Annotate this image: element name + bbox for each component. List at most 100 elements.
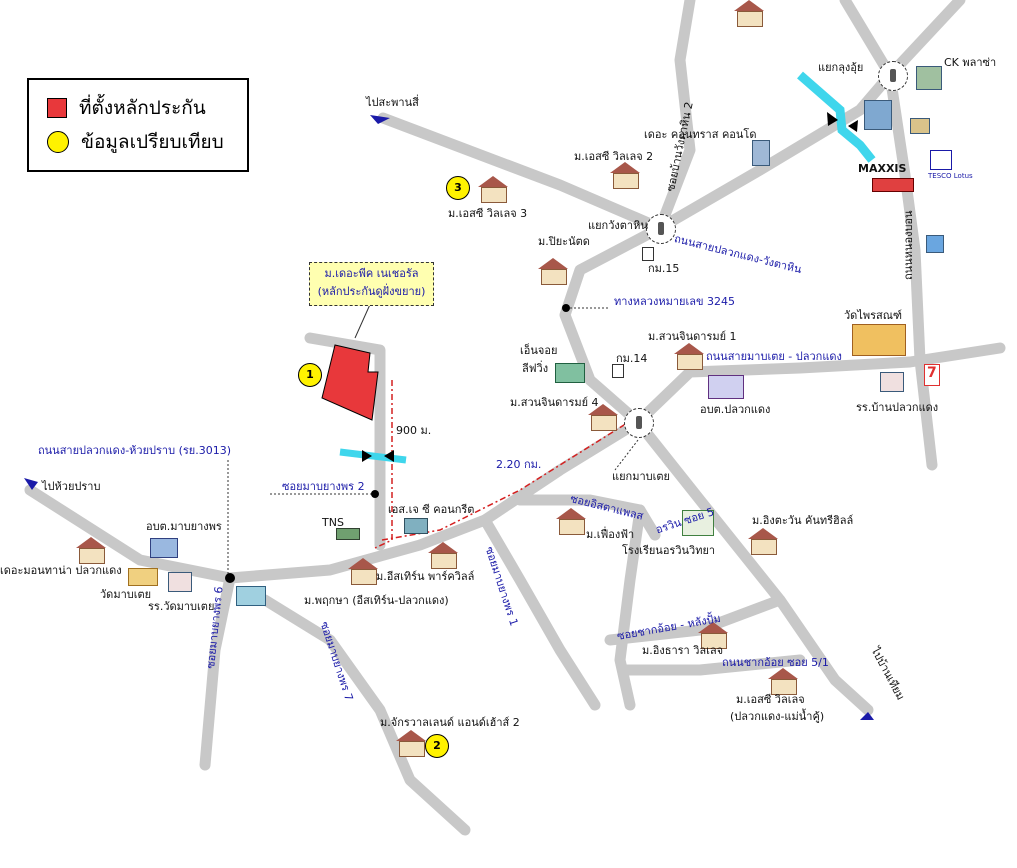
house-icon [396,730,426,757]
label-sc-village-sub: (ปลวกแดง-แม่น้ำคู้) [730,710,825,723]
collateral-callout: ม.เดอะพีค เนเชอรัล (หลักประกันดูฝั่งขยาย… [309,262,434,306]
legend-row-collateral: ที่ตั้งหลักประกัน [47,94,206,122]
traffic-signal-icon [646,214,676,244]
label-ingtawan: ม.อิงตะวัน คันทรีฮิลล์ [752,514,854,527]
label-yaek-lung-oi: แยกลุงอุ้ย [818,61,864,74]
temple-mab-toei-icon [128,568,158,586]
tns-icon [336,528,360,540]
comparable-swatch [47,131,69,153]
house-icon [76,537,106,564]
plaza-building-icon [916,66,942,90]
legend: ที่ตั้งหลักประกัน ข้อมูลเปรียบเทียบ [27,78,249,172]
label-to-huai-pong: ไปห้วยปราบ [42,480,101,493]
house-icon [556,508,586,535]
school-wat-mab-icon [168,572,192,592]
label-dist-900: 900 ม. [396,424,432,437]
label-obt-plk: อบต.ปลวกแดง [700,403,771,416]
collateral-plot [321,344,379,421]
label-obt-mab-yang: อบต.มาบยางพร [146,520,222,533]
label-jakkrawan: ม.จักรวาลเลนด์ แอนด์เฮ้าส์ 2 [380,716,520,729]
km-post-icon [612,364,624,378]
house-icon [478,176,508,203]
label-deaw-mon: เดอะมอนทาน่า ปลวกแดง [0,564,122,577]
label-road-mab-plk: ถนนสายมาบเตย - ปลวกแดง [706,350,842,363]
label-suan-jindarom1: ม.สวนจินดารมย์ 1 [648,330,737,343]
water-crossing-west [339,448,407,464]
road-mab-plk [632,342,1006,428]
label-eastern-park: ม.อีสเทิร์น พาร์ควิลล์ [376,570,475,583]
label-sc-village2: ม.เอสซี วิลเลจ 2 [574,150,654,163]
road-orawin [614,504,646,711]
legend-comparables-label: ข้อมูลเปรียบเทียบ [81,131,224,153]
road-main-west [24,416,644,584]
traffic-signal-icon [878,61,908,91]
road-collateral [304,332,386,551]
label-wat-mab-toei: วัดมาบเตย [100,588,152,601]
school-flag-icon [880,372,904,392]
label-tesco: TESCO Lotus [928,172,973,180]
label-school-ban-plk: รร.บ้านปลวกแดง [856,401,939,414]
house-icon [748,528,778,555]
label-the-conplace: เดอะ คอนทราส คอนโด [644,128,757,141]
road-north-top [839,0,896,81]
shop-icon [910,118,930,134]
label-soi-mab-yang-2: ซอยมาบยางพร 2 [282,480,365,493]
road-soi-6 [199,572,236,771]
label-km15: กม.15 [648,262,680,275]
label-lee-wing: ลีฟวิ่ง [522,362,549,375]
label-highway-3245: ทางหลวงหมายเลข 3245 [614,295,735,308]
house-icon [734,0,764,27]
house-icon [588,404,618,431]
callout-line2: (หลักประกันดูฝั่งขยาย) [317,285,426,298]
marker-1[interactable]: 1 [298,363,322,387]
label-road-chak-oi-51: ถนนชากอ้อย ซอย 5/1 [722,656,829,669]
house-icon [538,258,568,285]
house-icon [674,343,704,370]
label-school-wat-mab: รร.วัดมาบเตย [148,600,215,613]
house-icon [348,558,378,585]
school-orawin-icon [682,510,714,536]
road-chak-oi-51 [619,654,806,676]
marker-2[interactable]: 2 [425,734,449,758]
warehouse-icon [555,363,585,383]
label-dist-220: 2.20 กม. [496,458,542,471]
factory-icon [404,518,428,534]
market-icon [236,586,266,606]
temple-icon [852,324,906,356]
road-soi-wang [654,0,696,234]
label-km14: กม.14 [616,352,648,365]
label-en-joy: เอ็นจอย [520,344,558,357]
seven-eleven-label: 7 [927,365,937,381]
label-ing-thara: ม.อิงธารา วิลเลจ [642,644,724,657]
label-pruksa: ม.พฤกษา (อีสเทิร์น-ปลวกแดง) [304,594,449,607]
marker-3[interactable]: 3 [446,176,470,200]
road-highway-3245 [559,222,666,428]
route-900m [374,380,393,549]
callout-line1: ม.เดอะพีค เนเชอรัล [324,267,419,280]
collateral-swatch [47,98,67,118]
label-road-plk-huai: ถนนสายปลวกแดง-ห้วยปราบ (รย.3013) [38,444,232,457]
route-220km [381,419,633,541]
label-school-orawin: โรงเรียนอรวินวิทยา [622,544,716,557]
condo-building-icon [752,140,770,166]
label-yaek-wang-ta-hin: แยกวังตาหิน [588,219,648,232]
label-piyanat: ม.ปิยะนัตด [538,235,590,248]
water-stream-north [797,71,876,163]
arrow-ban-tiam [860,712,874,720]
road-right-vertical [884,69,938,471]
obt-building-icon [708,375,744,399]
house-icon [698,622,728,649]
house-icon [610,162,640,189]
label-sc-village3: ม.เอสซี วิลเลจ 3 [448,207,528,220]
label-to-saphan-si: ไปสะพานสี่ [366,96,419,109]
label-sj-concrete: เอส.เจ ซี คอนกรีต [388,503,475,516]
road-soi-5 [514,494,661,541]
legend-row-comparables: ข้อมูลเปรียบเทียบ [47,128,224,156]
label-suan-jindarom4: ม.สวนจินดารมย์ 4 [510,396,599,409]
road-plk-wang [654,0,966,234]
road-saphan-si [377,112,666,234]
label-maxxis: MAXXIS [858,162,907,175]
obt-mab-yang-icon [150,538,178,558]
